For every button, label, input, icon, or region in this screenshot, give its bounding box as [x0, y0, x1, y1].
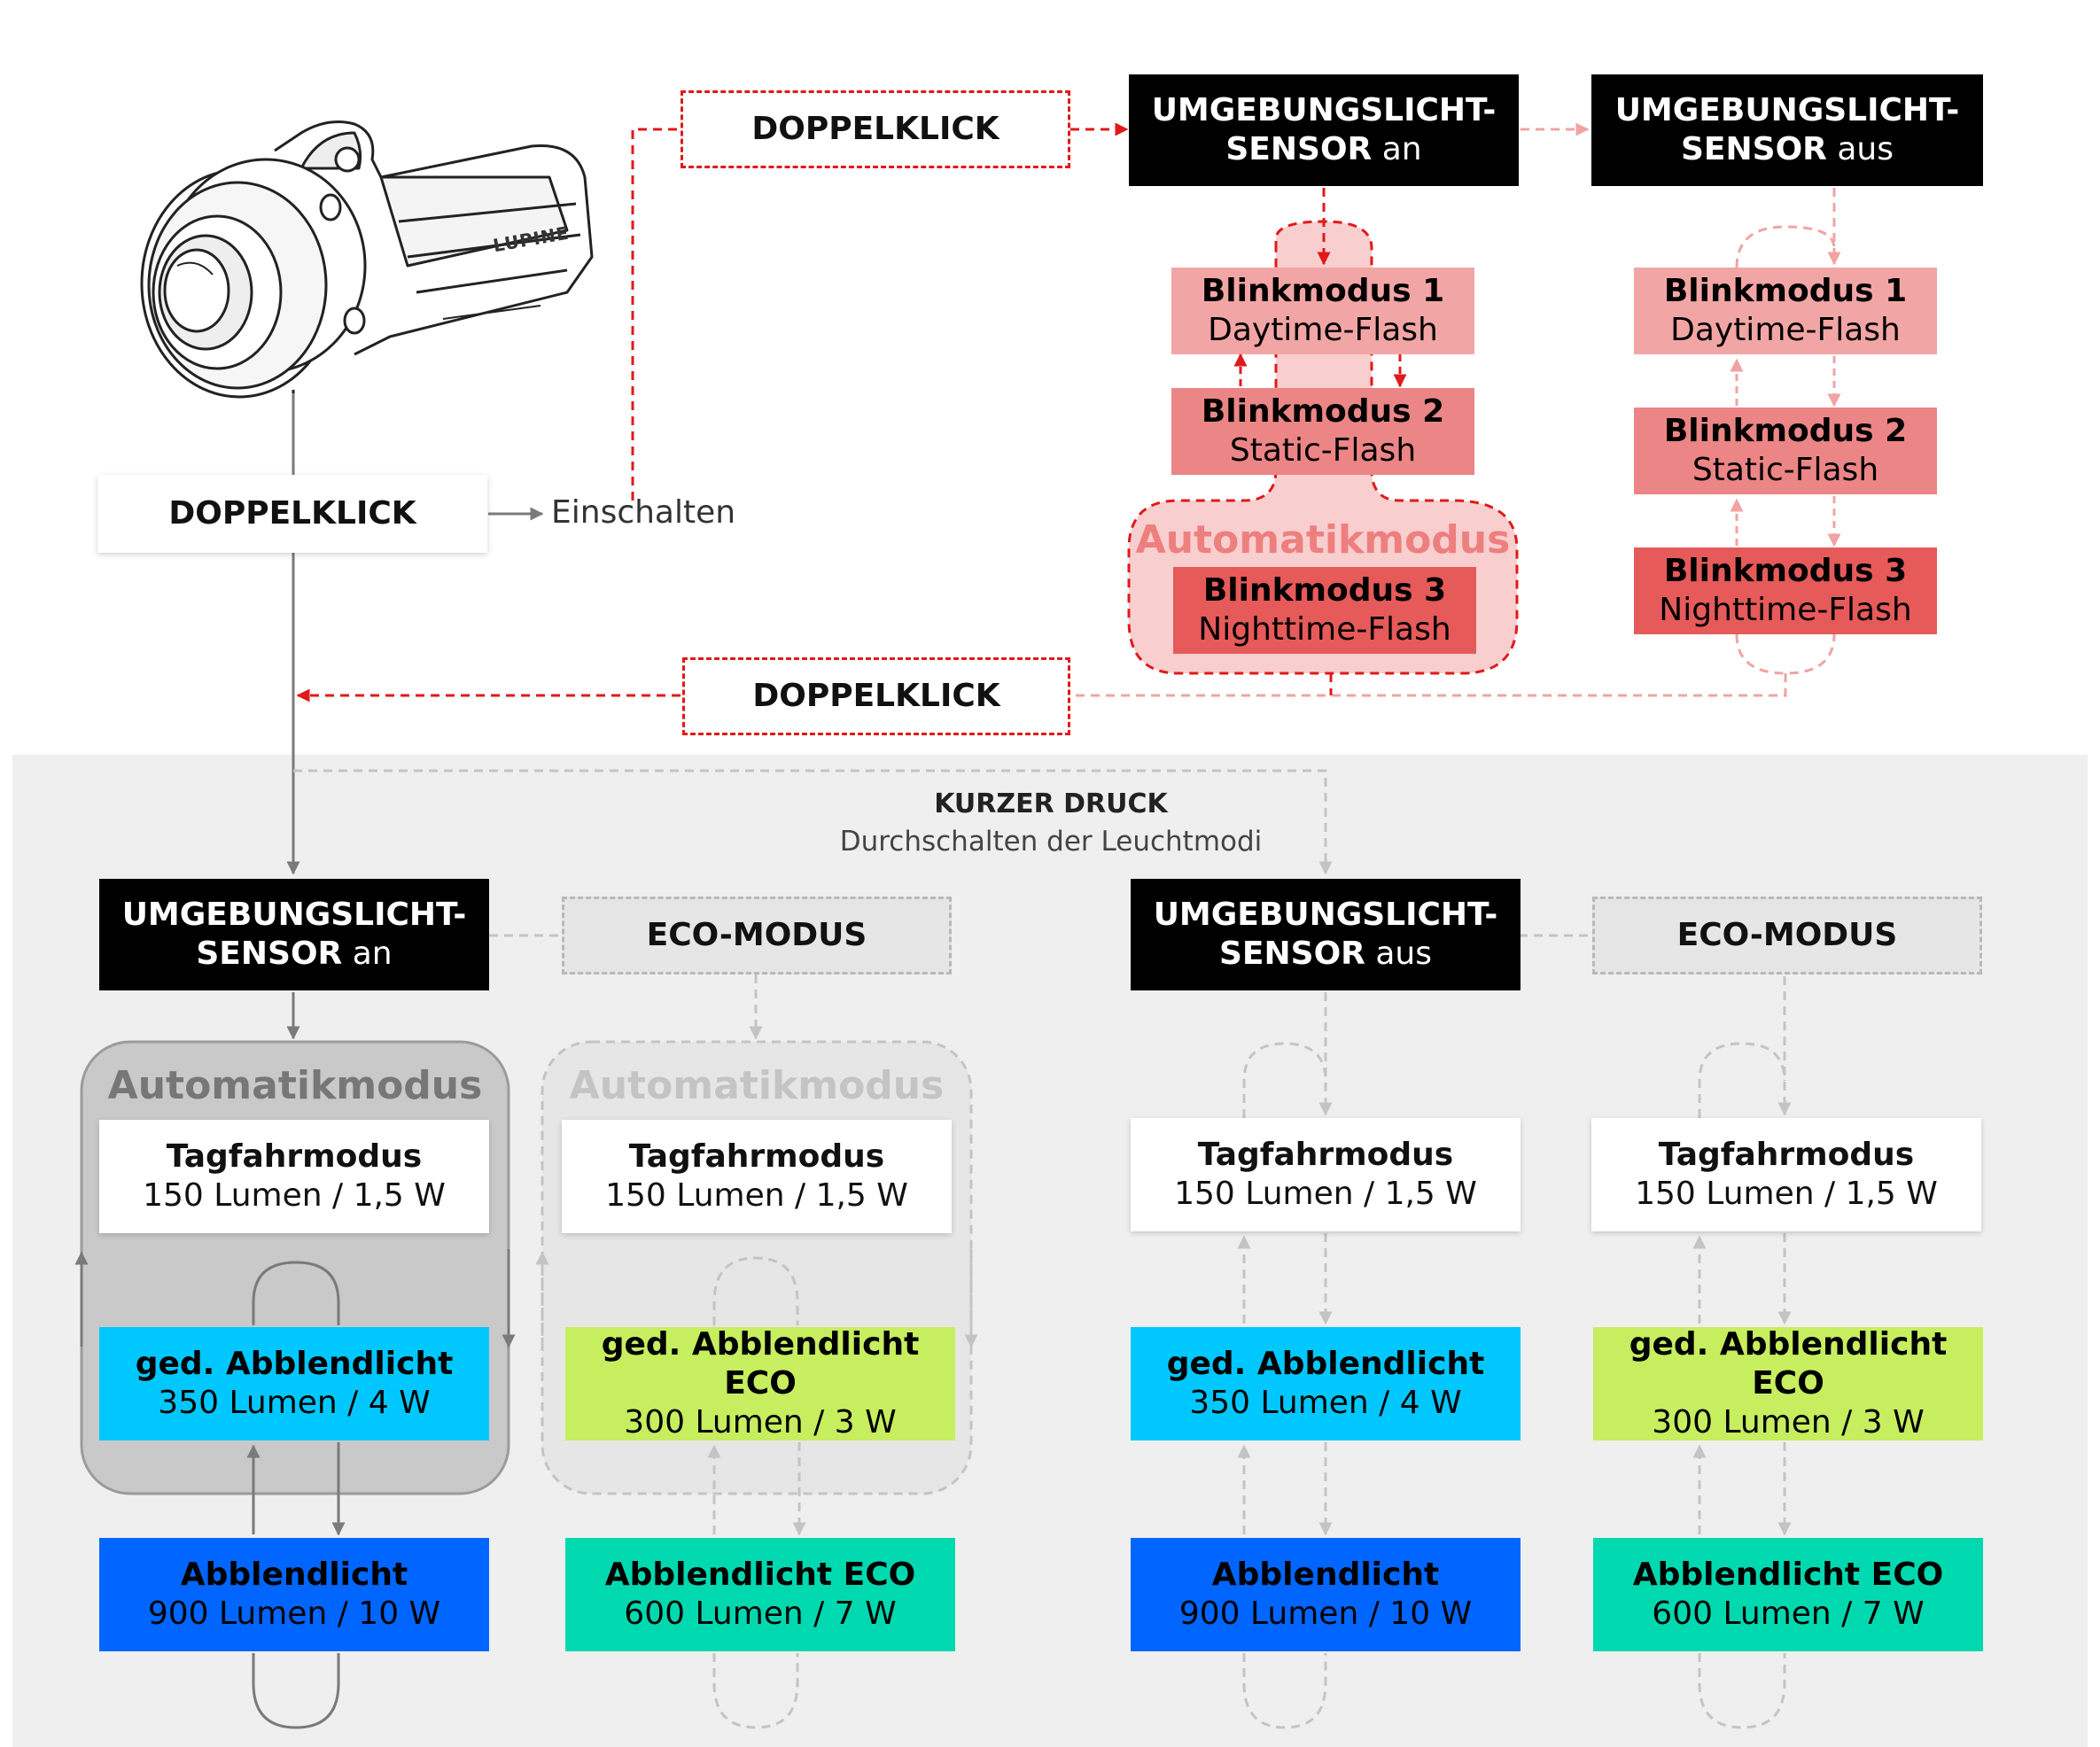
- double-click-power-on-box[interactable]: DOPPELKLICK: [97, 475, 487, 553]
- flash-mode-title: Blinkmodus 1: [1201, 273, 1445, 310]
- mode-title: Tagfahrmodus: [628, 1138, 885, 1176]
- automatic-mode-label-red: Automatikmodus: [1135, 517, 1511, 563]
- mode-subtitle: 600 Lumen / 7 W: [1652, 1596, 1925, 1632]
- sensor-line1: UMGEBUNGSLICHT-: [1614, 92, 1960, 129]
- flash-mode-3-box-sensor-off[interactable]: Blinkmodus 3 Nighttime-Flash: [1634, 547, 1937, 634]
- flash-mode-subtitle: Daytime-Flash: [1670, 312, 1901, 348]
- mode-subtitle: 150 Lumen / 1,5 W: [605, 1177, 908, 1214]
- mode-subtitle: 600 Lumen / 7 W: [624, 1596, 897, 1632]
- mode-title: ged. Abblendlicht: [135, 1346, 454, 1383]
- sensor-state: aus: [1365, 936, 1432, 972]
- mode-subtitle: 350 Lumen / 4 W: [1189, 1385, 1462, 1421]
- mode-subtitle: 150 Lumen / 1,5 W: [143, 1177, 446, 1214]
- mode-subtitle: 150 Lumen / 1,5 W: [1635, 1176, 1938, 1212]
- automatic-mode-label-grey: Automatikmodus: [107, 1063, 483, 1108]
- double-click-label: DOPPELKLICK: [168, 495, 416, 532]
- flash-mode-2-box[interactable]: Blinkmodus 2 Static-Flash: [1171, 388, 1474, 475]
- sensor-off-box-bottom[interactable]: UMGEBUNGSLICHT- SENSOR aus: [1131, 879, 1521, 990]
- sensor-line1: UMGEBUNGSLICHT-: [1153, 897, 1498, 934]
- sensor-off-box-top[interactable]: UMGEBUNGSLICHT- SENSOR aus: [1591, 74, 1983, 186]
- sensor-line2-bold: SENSOR: [1219, 936, 1365, 972]
- mode-title: ged. Abblendlicht: [1166, 1346, 1485, 1383]
- dimmed-low-beam-box-col1[interactable]: ged. Abblendlicht 350 Lumen / 4 W: [99, 1327, 489, 1440]
- sensor-line2-bold: SENSOR: [1225, 131, 1373, 167]
- flash-mode-title: Blinkmodus 3: [1202, 572, 1447, 610]
- flash-mode-title: Blinkmodus 1: [1663, 273, 1908, 310]
- low-beam-box-col3[interactable]: Abblendlicht 900 Lumen / 10 W: [1131, 1538, 1521, 1651]
- short-press-label: KURZER DRUCK: [934, 788, 1168, 819]
- eco-mode-label: ECO-MODUS: [1676, 917, 1898, 954]
- low-beam-box-col1[interactable]: Abblendlicht 900 Lumen / 10 W: [99, 1538, 489, 1651]
- sensor-line1: UMGEBUNGSLICHT-: [1151, 92, 1497, 129]
- double-click-sensor-box[interactable]: DOPPELKLICK: [681, 90, 1070, 168]
- flash-mode-subtitle: Daytime-Flash: [1208, 312, 1438, 348]
- sensor-state: an: [342, 936, 393, 972]
- low-beam-eco-box-col2[interactable]: Abblendlicht ECO 600 Lumen / 7 W: [565, 1538, 955, 1651]
- cycle-modes-label: Durchschalten der Leuchtmodi: [839, 826, 1263, 858]
- mode-title: Abblendlicht ECO: [1632, 1557, 1944, 1594]
- mode-title: ged. Abblendlicht ECO: [1629, 1326, 1948, 1402]
- daytime-mode-box-col4[interactable]: Tagfahrmodus 150 Lumen / 1,5 W: [1591, 1118, 1981, 1231]
- daytime-mode-box-col3[interactable]: Tagfahrmodus 150 Lumen / 1,5 W: [1131, 1118, 1521, 1231]
- mode-subtitle: 300 Lumen / 3 W: [1652, 1403, 1925, 1440]
- sensor-line2-bold: SENSOR: [1681, 131, 1827, 167]
- flash-mode-1-box[interactable]: Blinkmodus 1 Daytime-Flash: [1171, 268, 1474, 354]
- sensor-on-box-top[interactable]: UMGEBUNGSLICHT- SENSOR an: [1129, 74, 1519, 186]
- automatic-region-red-outline: [1127, 220, 1519, 675]
- flash-mode-2-box-sensor-off[interactable]: Blinkmodus 2 Static-Flash: [1634, 408, 1937, 494]
- double-click-label: DOPPELKLICK: [751, 111, 999, 148]
- flash-mode-1-box-sensor-off[interactable]: Blinkmodus 1 Daytime-Flash: [1634, 268, 1937, 354]
- dimmed-low-beam-eco-box-col2[interactable]: ged. Abblendlicht ECO 300 Lumen / 3 W: [565, 1326, 955, 1440]
- mode-title: ged. Abblendlicht ECO: [601, 1326, 920, 1402]
- mode-title: Tagfahrmodus: [1658, 1137, 1915, 1174]
- sensor-on-box-bottom[interactable]: UMGEBUNGSLICHT- SENSOR an: [99, 879, 489, 990]
- flash-mode-title: Blinkmodus 3: [1663, 553, 1908, 590]
- dimmed-low-beam-eco-box-col4[interactable]: ged. Abblendlicht ECO 300 Lumen / 3 W: [1593, 1326, 1983, 1440]
- mode-title: Abblendlicht: [1211, 1557, 1440, 1594]
- sensor-line1: UMGEBUNGSLICHT-: [121, 897, 467, 934]
- eco-mode-box-left[interactable]: ECO-MODUS: [562, 897, 952, 974]
- mode-subtitle: 350 Lumen / 4 W: [158, 1385, 431, 1421]
- mode-title: Abblendlicht ECO: [604, 1557, 916, 1594]
- mode-title: Abblendlicht: [180, 1557, 408, 1594]
- mode-subtitle: 900 Lumen / 10 W: [147, 1596, 441, 1632]
- flash-mode-3-box[interactable]: Blinkmodus 3 Nighttime-Flash: [1173, 567, 1476, 654]
- mode-subtitle: 150 Lumen / 1,5 W: [1174, 1176, 1477, 1212]
- flash-mode-subtitle: Nighttime-Flash: [1659, 592, 1912, 628]
- flash-mode-title: Blinkmodus 2: [1663, 413, 1908, 450]
- mode-title: Tagfahrmodus: [1197, 1137, 1454, 1174]
- sensor-line2-bold: SENSOR: [196, 936, 343, 972]
- double-click-back-box[interactable]: DOPPELKLICK: [682, 657, 1070, 735]
- lupine-bike-light-icon: [140, 120, 594, 399]
- low-beam-eco-box-col4[interactable]: Abblendlicht ECO 600 Lumen / 7 W: [1593, 1538, 1983, 1651]
- mode-subtitle: 900 Lumen / 10 W: [1178, 1596, 1473, 1632]
- switch-on-label: Einschalten: [551, 494, 736, 531]
- mode-title: Tagfahrmodus: [166, 1138, 423, 1176]
- flash-mode-title: Blinkmodus 2: [1201, 393, 1445, 431]
- sensor-state: aus: [1826, 131, 1894, 167]
- flash-mode-subtitle: Nighttime-Flash: [1198, 611, 1451, 648]
- dimmed-low-beam-box-col3[interactable]: ged. Abblendlicht 350 Lumen / 4 W: [1131, 1327, 1521, 1440]
- sensor-state: an: [1372, 131, 1422, 167]
- double-click-label: DOPPELKLICK: [752, 678, 1000, 715]
- daytime-mode-box-col1[interactable]: Tagfahrmodus 150 Lumen / 1,5 W: [99, 1120, 489, 1233]
- daytime-mode-box-col2[interactable]: Tagfahrmodus 150 Lumen / 1,5 W: [562, 1120, 952, 1233]
- automatic-mode-label-eco: Automatikmodus: [569, 1063, 945, 1108]
- flash-mode-subtitle: Static-Flash: [1692, 452, 1879, 488]
- eco-mode-box-right[interactable]: ECO-MODUS: [1592, 897, 1982, 974]
- eco-mode-label: ECO-MODUS: [646, 917, 867, 954]
- flash-mode-subtitle: Static-Flash: [1229, 432, 1417, 469]
- mode-subtitle: 300 Lumen / 3 W: [624, 1403, 897, 1440]
